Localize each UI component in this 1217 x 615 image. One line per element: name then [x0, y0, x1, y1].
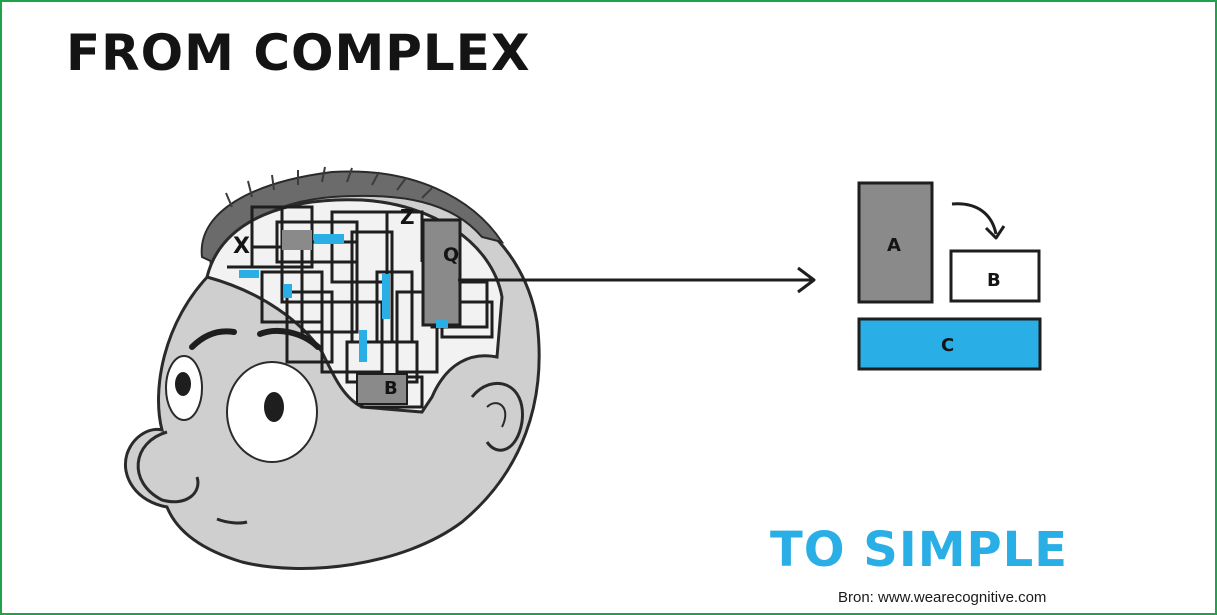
brain-blue-1	[314, 234, 344, 244]
block-c	[857, 317, 1042, 371]
source-credit: Bron: www.wearecognitive.com	[838, 589, 1047, 606]
right-eyebrow	[257, 327, 321, 350]
brain-blue-4	[284, 284, 292, 298]
brain-blue-5	[436, 320, 448, 328]
brain-block-b	[356, 373, 408, 405]
left-eyebrow	[189, 328, 237, 350]
block-a	[857, 181, 934, 304]
brain-block-gray	[282, 230, 312, 250]
brain-label-x: X	[233, 234, 250, 259]
block-c-label: C	[941, 335, 954, 356]
block-b-label: B	[987, 270, 1001, 291]
simple-blocks: A B C	[857, 181, 1042, 371]
brain-blue-6	[239, 270, 259, 278]
block-b	[949, 249, 1041, 303]
block-a-label: A	[887, 235, 901, 256]
cartoon-head: X Z Q B	[124, 166, 541, 570]
right-pupil	[264, 392, 284, 422]
brain-label-q: Q	[443, 244, 459, 266]
brain-block-q	[421, 218, 462, 327]
title-from-complex: FROM COMPLEX	[66, 24, 531, 82]
brain-blue-3	[359, 330, 367, 362]
mouth	[216, 517, 248, 525]
hair-strands	[225, 166, 433, 208]
arrow-to-simple	[458, 266, 816, 294]
brain-label-b: B	[384, 378, 398, 399]
nose	[136, 430, 200, 504]
ear	[470, 381, 524, 452]
brain-label-z: Z	[400, 205, 415, 229]
brain-blue-2	[382, 274, 390, 319]
left-pupil	[175, 372, 191, 396]
curved-arrow	[951, 202, 998, 235]
title-to-simple: TO SIMPLE	[770, 522, 1069, 578]
